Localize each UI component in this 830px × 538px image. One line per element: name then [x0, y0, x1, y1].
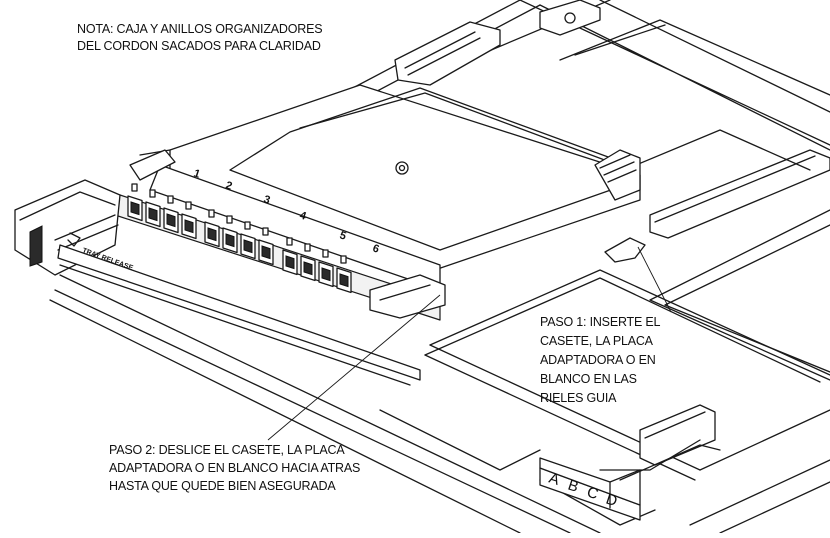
adapter-ports: [114, 183, 441, 321]
lc-port-rows: [127, 183, 352, 294]
lc-port-opening: [303, 261, 313, 276]
step1-line-3: ADAPTADORA O EN: [540, 353, 656, 367]
step1-line-2: CASETE, LA PLACA: [540, 334, 653, 348]
lc-port-opening: [166, 213, 176, 228]
step2-line-2: ADAPTADORA O EN BLANCO HACIA ATRAS: [109, 461, 361, 475]
note-top-line-1: NOTA: CAJA Y ANILLOS ORGANIZADORES: [77, 22, 323, 36]
lc-port-latch: [322, 249, 329, 258]
slot-number-6: 6: [371, 242, 381, 255]
step1-line-4: BLANCO EN LAS: [540, 372, 637, 386]
slot-number-1: 1: [192, 167, 202, 180]
note-top-line-2: DEL CORDON SACADOS PARA CLARIDAD: [77, 39, 321, 53]
leader-lines: [267, 246, 672, 441]
lc-port-latch: [226, 215, 233, 224]
lc-port-opening: [339, 273, 349, 288]
lc-port-latch: [262, 227, 269, 236]
slot-number-3: 3: [262, 193, 272, 206]
step1-line-1: PASO 1: INSERTE EL: [540, 315, 661, 329]
lc-port-latch: [185, 201, 192, 210]
slot-number-5: 5: [338, 229, 348, 242]
lc-port-latch: [167, 195, 174, 204]
lc-port-latch: [286, 237, 293, 246]
lc-port-latch: [304, 243, 311, 252]
step1-instruction: PASO 1: INSERTE EL CASETE, LA PLACA ADAP…: [540, 313, 660, 408]
lc-port-opening: [207, 227, 217, 242]
position-letter-a: A: [547, 470, 562, 489]
lc-port-opening: [130, 201, 140, 216]
leader-line-step2: [267, 294, 441, 441]
lc-port-opening: [243, 239, 253, 254]
step2-instruction: PASO 2: DESLICE EL CASETE, LA PLACA ADAP…: [109, 441, 360, 495]
tray-front: [14, 179, 446, 386]
lc-port-opening: [321, 267, 331, 282]
step2-line-1: PASO 2: DESLICE EL CASETE, LA PLACA: [109, 443, 345, 457]
lc-port-latch: [131, 183, 138, 192]
lc-port-opening: [285, 255, 295, 270]
leader-line-step1: [637, 246, 672, 313]
lc-port-latch: [340, 255, 347, 264]
position-letter-c: C: [585, 484, 601, 504]
lc-port-opening: [184, 219, 194, 234]
lc-port-opening: [261, 245, 271, 260]
slot-number-2: 2: [224, 179, 234, 192]
slot-number-4: 4: [298, 209, 308, 223]
position-letter-d: D: [604, 491, 620, 511]
lc-port-opening: [148, 207, 158, 222]
step2-line-3: HASTA QUE QUEDE BIEN ASEGURADA: [109, 479, 336, 493]
lc-port-latch: [244, 221, 251, 230]
step1-line-5: RIELES GUIA: [540, 391, 617, 405]
guide-rail-right: [599, 129, 830, 263]
note-cord-organizers-removed: NOTA: CAJA Y ANILLOS ORGANIZADORES DEL C…: [77, 21, 323, 55]
cassette: [129, 84, 641, 291]
position-label-clip: [539, 404, 721, 521]
lc-port-latch: [149, 189, 156, 198]
position-letter-b: B: [566, 477, 581, 496]
lc-port-opening: [225, 233, 235, 248]
rear-latch: [394, 0, 601, 86]
lc-port-latch: [208, 209, 215, 218]
